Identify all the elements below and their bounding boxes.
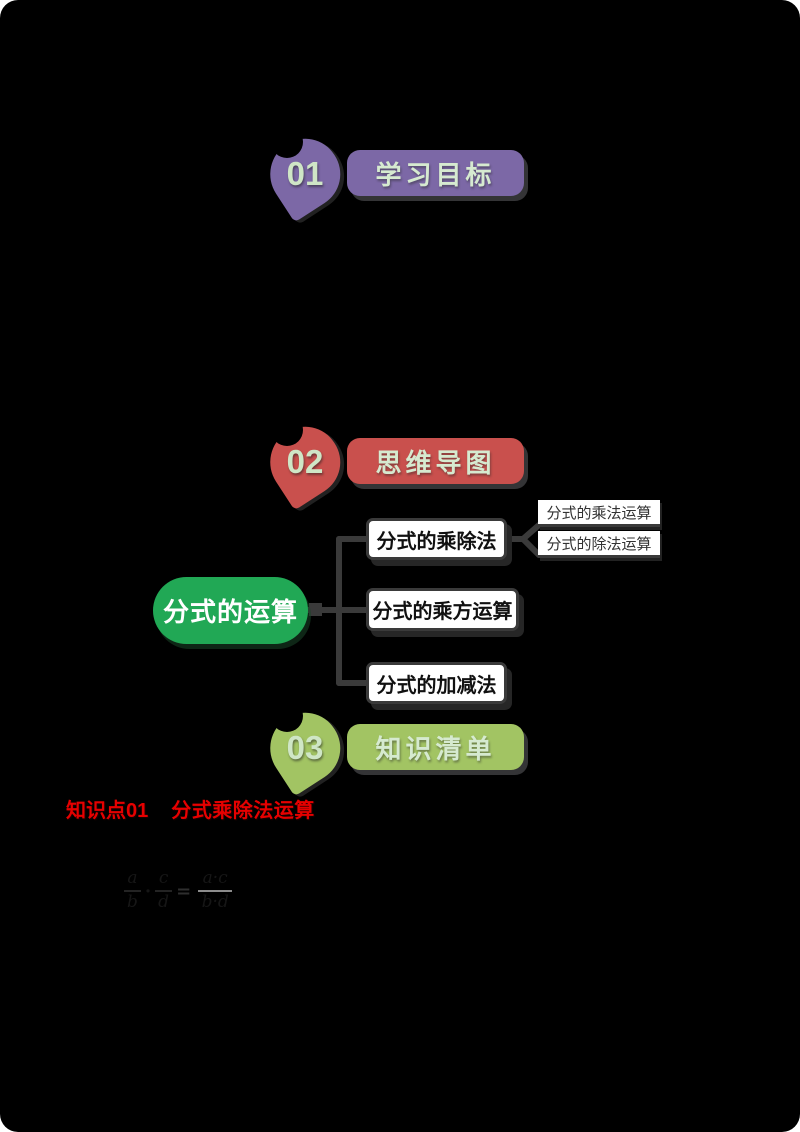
- mindmap-root-node: 分式的运算: [153, 577, 308, 644]
- fraction-2-numerator: c: [158, 868, 169, 889]
- badge-notch: [271, 126, 303, 158]
- result-numerator: a·c: [202, 868, 228, 889]
- fraction-bar: [155, 890, 173, 892]
- multiply-sign: ·: [144, 880, 152, 902]
- section-badge: 01: [256, 125, 354, 223]
- fraction-2: c d: [155, 868, 173, 912]
- knowledge-point-title: 分式乘除法运算: [171, 800, 315, 822]
- fraction-1-numerator: a: [127, 868, 138, 889]
- fraction-1: a b: [124, 868, 141, 912]
- mindmap-branch-node: 分式的加减法: [366, 662, 507, 704]
- section-badge: 03: [256, 699, 354, 797]
- section-header-02: 02 思维导图: [256, 413, 600, 511]
- section-header-03: 03 知识清单: [256, 699, 600, 797]
- section-badge: 02: [256, 413, 354, 511]
- section-number: 03: [286, 729, 324, 766]
- knowledge-point-label: 知识点01: [66, 800, 149, 822]
- equals-sign: =: [176, 880, 192, 902]
- mindmap-leaf-node: 分式的除法运算: [538, 531, 660, 558]
- badge-notch: [271, 700, 303, 732]
- knowledge-point-heading: 知识点01 分式乘除法运算: [66, 794, 315, 823]
- result-denominator: b·d: [201, 892, 229, 912]
- mindmap-leaf-node: 分式的乘法运算: [538, 500, 660, 527]
- section-number: 02: [286, 443, 324, 480]
- mindmap-branch-node: 分式的乘除法: [366, 518, 507, 560]
- section-title-bar: 学习目标: [347, 150, 524, 196]
- result-fraction: a·c b·d: [198, 868, 233, 912]
- section-title: 思维导图: [375, 447, 496, 478]
- fraction-multiplication-formula: a b · c d = a·c b·d: [124, 863, 233, 919]
- badge-notch: [271, 414, 303, 446]
- mindmap-root-connector-nub: [309, 603, 322, 616]
- section-number: 01: [286, 155, 324, 192]
- fraction-bar: [124, 890, 141, 892]
- section-title-bar: 思维导图: [347, 438, 524, 484]
- section-title: 学习目标: [375, 159, 496, 190]
- section-header-01: 01 学习目标: [256, 125, 600, 223]
- section-title-bar: 知识清单: [347, 724, 524, 770]
- fraction-bar: [198, 890, 233, 892]
- mindmap-branch-node: 分式的乘方运算: [366, 588, 519, 631]
- fraction-2-denominator: d: [158, 892, 170, 912]
- section-title: 知识清单: [375, 733, 496, 764]
- fraction-1-denominator: b: [127, 892, 138, 912]
